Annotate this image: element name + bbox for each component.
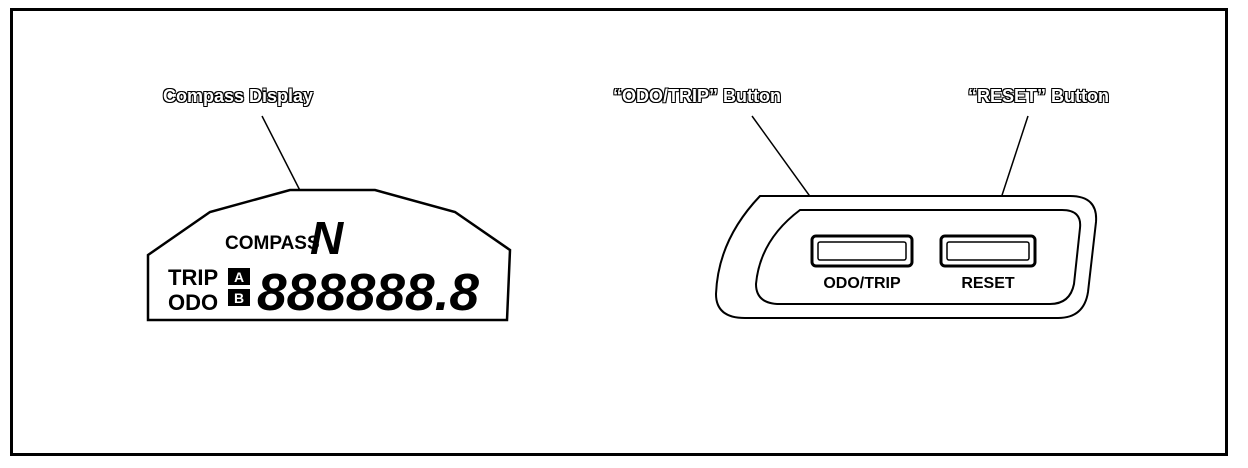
odometer-display-panel [146, 188, 512, 322]
trip-a-indicator [228, 268, 250, 285]
trip-a-letter: A [234, 269, 244, 285]
trip-label: TRIP [168, 265, 218, 290]
odo-trip-button-label: ODO/TRIP [823, 275, 901, 292]
button-bezel-inner [754, 209, 1082, 305]
trip-b-indicator [228, 289, 250, 306]
reset-button[interactable] [939, 234, 1037, 268]
reset-button-callout: “RESET” Button [968, 86, 1109, 106]
odo-trip-button-face[interactable] [817, 241, 907, 261]
odo-trip-button-body[interactable] [810, 234, 914, 268]
compass-display-callout: Compass Display [163, 86, 314, 106]
compass-label: COMPASS [225, 233, 320, 254]
reset-button-label: RESET [961, 275, 1015, 292]
odo-trip-button[interactable] [810, 234, 914, 268]
reset-button-body[interactable] [939, 234, 1037, 268]
trip-b-letter: B [234, 290, 244, 306]
odo-label: ODO [168, 290, 218, 315]
odo-trip-button-callout: “ODO/TRIP” Button [613, 86, 781, 106]
figure-frame [10, 8, 1228, 456]
reset-button-face[interactable] [946, 241, 1030, 261]
compass-heading: N [310, 212, 344, 264]
odometer-digits: 888888.8 [257, 264, 479, 322]
